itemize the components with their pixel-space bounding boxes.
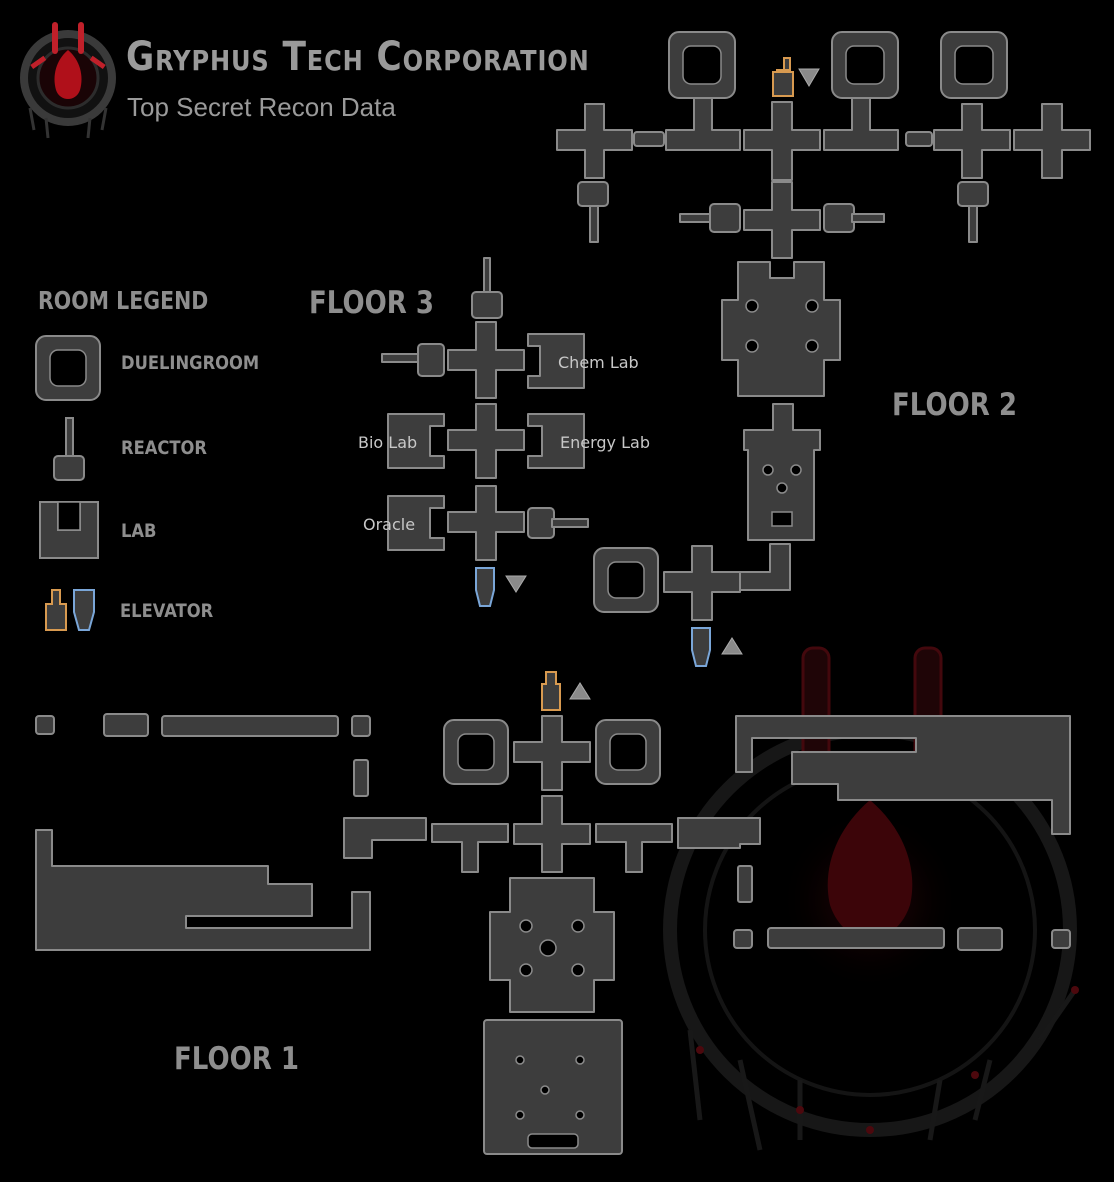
floor1-east-hall: [735, 715, 1071, 835]
legend-label-dueling-room: DUELINGROOM: [121, 352, 260, 374]
floor1-west-hall: [35, 829, 371, 951]
legend-label-reactor: REACTOR: [121, 437, 208, 459]
floor1-core-room: [483, 1019, 623, 1155]
room-label-chem-lab: Chem Lab: [558, 353, 639, 372]
floor2-map: [556, 31, 1091, 621]
dueling-room-icon: [35, 335, 101, 401]
floor-1-label: FLOOR 1: [174, 1041, 299, 1077]
chem-lab-room: [527, 333, 585, 389]
lab-icon: [39, 501, 99, 559]
room-label-energy-lab: Energy Lab: [560, 433, 650, 452]
floor-3-label: FLOOR 3: [309, 285, 434, 321]
reactor-icon: [53, 417, 85, 481]
page-subtitle: Top Secret Recon Data: [127, 92, 396, 122]
legend-label-elevator: ELEVATOR: [120, 600, 214, 622]
up-arrow-icon: [721, 637, 743, 655]
elevator-orange[interactable]: [541, 671, 561, 711]
elevator-orange[interactable]: [772, 57, 794, 97]
down-arrow-icon: [505, 575, 527, 593]
oracle-room: [387, 495, 445, 551]
legend-label-lab: LAB: [121, 520, 157, 542]
page-title: Gryphus Tech Corporation: [126, 34, 590, 80]
gryphus-crest-icon: [20, 22, 116, 139]
legend-title: ROOM LEGEND: [38, 286, 209, 315]
up-arrow-icon: [569, 682, 591, 700]
down-arrow-icon: [798, 68, 820, 87]
bio-lab-room: [387, 413, 445, 469]
elevator-blue[interactable]: [691, 627, 711, 667]
floor-2-label: FLOOR 2: [892, 387, 1017, 423]
elevator-blue[interactable]: [475, 567, 495, 607]
floor2-reactor-hall: [721, 261, 841, 397]
floor3-map: [381, 257, 589, 561]
room-label-oracle: Oracle: [363, 515, 416, 534]
elevator-icon: [45, 589, 95, 631]
room-label-bio-lab: Bio Lab: [358, 433, 418, 452]
floor1-map: [35, 713, 1071, 1155]
energy-lab-room: [527, 413, 585, 469]
